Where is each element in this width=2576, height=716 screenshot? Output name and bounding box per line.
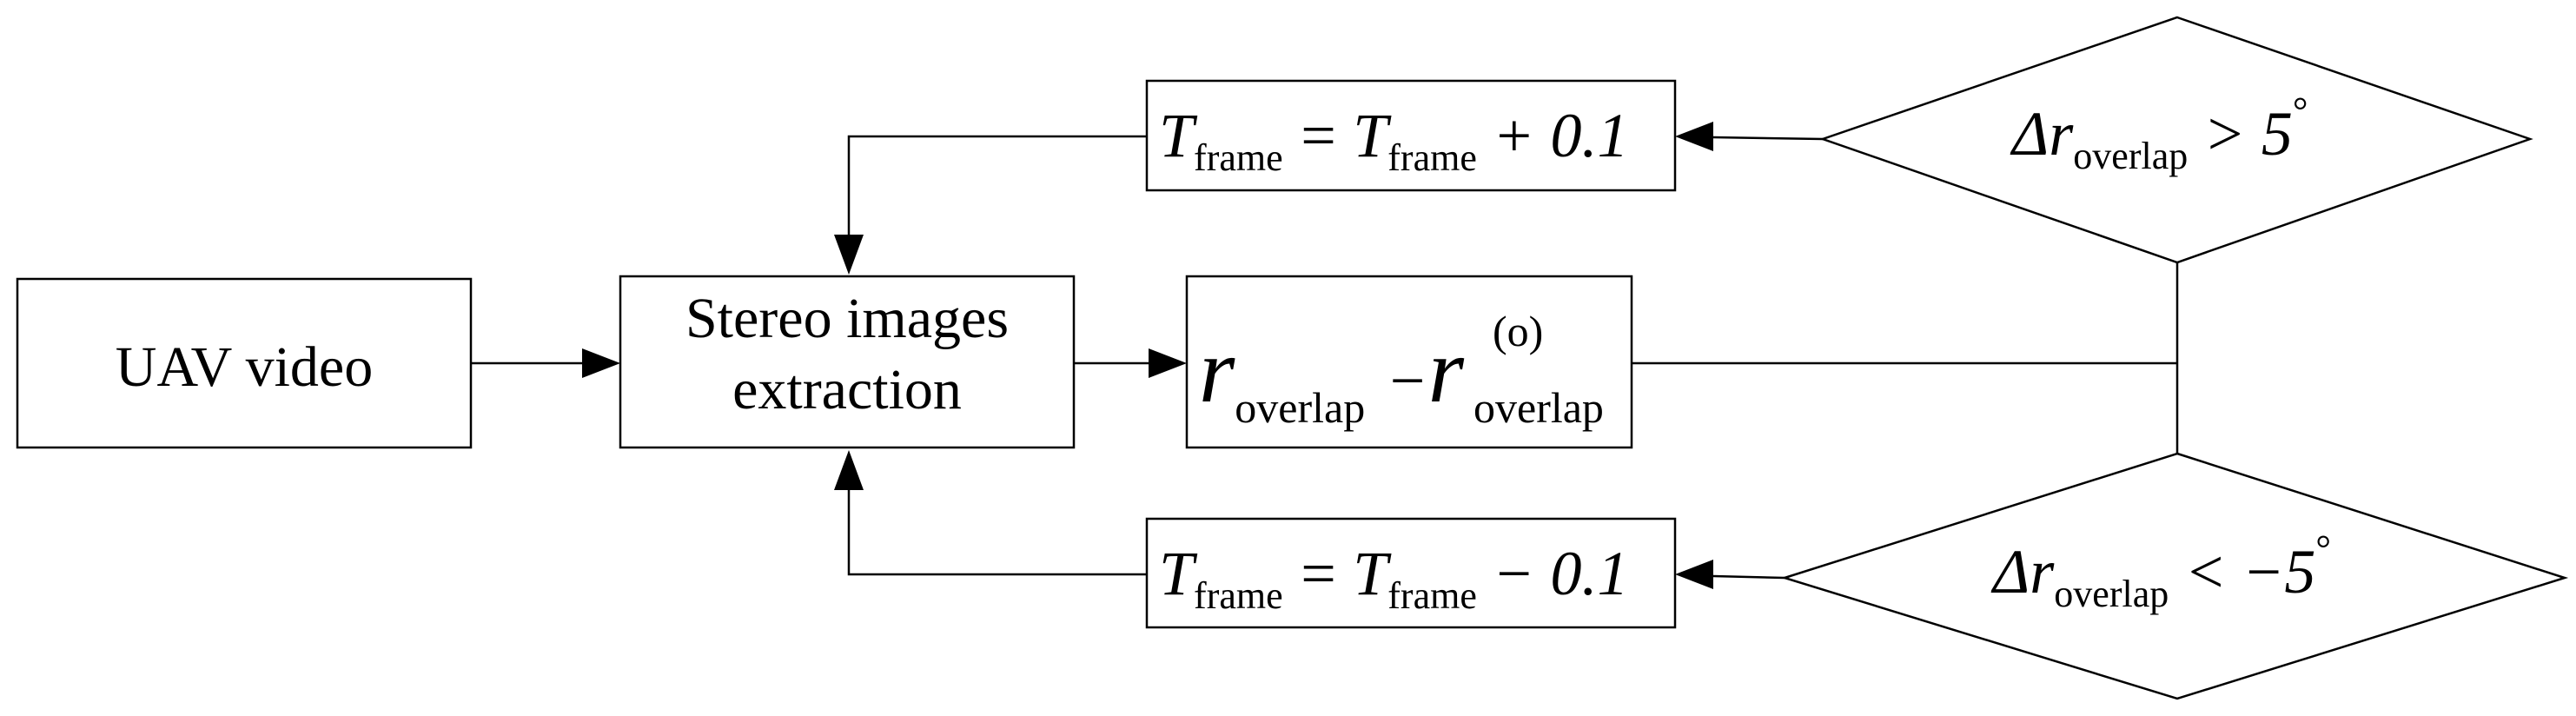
arrowhead-inc-right bbox=[1675, 122, 1713, 151]
increment-box bbox=[1145, 79, 1677, 192]
increment-rhs-sub: frame bbox=[1387, 136, 1477, 179]
arrowhead-dec-right bbox=[1675, 560, 1713, 589]
decision-greater-formula: Δroverlap > 5° bbox=[2010, 90, 2308, 177]
decrement-eq: = bbox=[1297, 539, 1340, 608]
arrowhead-extraction-left bbox=[582, 348, 620, 378]
decision-greater-sub: overlap bbox=[2073, 135, 2188, 177]
increment-op: + 0.1 bbox=[1493, 101, 1629, 170]
decrement-lhs-var: T bbox=[1159, 539, 1198, 608]
extraction-label-line2: extraction bbox=[732, 358, 962, 421]
decision-greater: Δroverlap > 5° bbox=[1819, 16, 2533, 264]
arrow-greater-to-inc bbox=[1712, 136, 1824, 141]
decision-less-degree: ° bbox=[2315, 527, 2331, 570]
decrement-node: Tframe=Tframe− 0.1 bbox=[1145, 517, 1677, 629]
decrement-lhs-sub: frame bbox=[1194, 574, 1283, 617]
decrement-op: − 0.1 bbox=[1493, 539, 1629, 608]
difference-node: roverlap−r (o) overlap bbox=[1185, 275, 1633, 449]
uav-video-label: UAV video bbox=[116, 335, 373, 399]
decision-less-sub: overlap bbox=[2054, 573, 2169, 615]
uav-video-box bbox=[16, 277, 473, 449]
arrowhead-difference-left bbox=[1149, 348, 1187, 378]
extraction-node: Stereo images extraction bbox=[619, 275, 1076, 449]
difference-formula: roverlap−r bbox=[1199, 320, 1465, 432]
increment-lhs-var: T bbox=[1159, 101, 1198, 170]
difference-minus: − bbox=[1386, 346, 1428, 415]
decrement-box bbox=[1145, 517, 1677, 629]
decision-less-delta: Δ bbox=[1990, 537, 2030, 607]
decrement-rhs-sub: frame bbox=[1387, 574, 1477, 617]
decision-less-formula: Δroverlap < −5° bbox=[1990, 527, 2331, 615]
decision-less-relation: < −5 bbox=[2184, 537, 2315, 607]
difference-sup: (o) bbox=[1493, 307, 1543, 355]
difference-sub-o: overlap bbox=[1473, 383, 1604, 432]
extraction-label-line1: Stereo images bbox=[685, 287, 1009, 350]
difference-var-o: r bbox=[1428, 320, 1465, 421]
decrement-rhs-var: T bbox=[1353, 539, 1392, 608]
increment-formula: Tframe=Tframe+ 0.1 bbox=[1159, 101, 1628, 179]
decision-greater-relation: > 5 bbox=[2203, 99, 2293, 169]
difference-box bbox=[1185, 275, 1633, 449]
arrowhead-extraction-bottom bbox=[834, 450, 864, 490]
arrow-dec-to-extraction bbox=[847, 490, 1147, 576]
increment-eq: = bbox=[1297, 101, 1340, 170]
uav-video-node: UAV video bbox=[16, 277, 473, 449]
extraction-box bbox=[619, 275, 1076, 449]
decision-less: Δroverlap < −5° bbox=[1780, 452, 2569, 700]
decision-less-var: r bbox=[2030, 537, 2055, 607]
difference-var: r bbox=[1199, 320, 1235, 421]
decision-less-diamond bbox=[1780, 452, 2569, 700]
arrow-less-to-dec bbox=[1712, 574, 1785, 580]
decision-greater-var: r bbox=[2049, 99, 2074, 169]
difference-sub: overlap bbox=[1235, 383, 1365, 432]
decision-greater-degree: ° bbox=[2293, 90, 2308, 132]
arrow-inc-to-extraction bbox=[847, 135, 1147, 235]
increment-lhs-sub: frame bbox=[1194, 136, 1283, 179]
increment-node: Tframe=Tframe+ 0.1 bbox=[1145, 79, 1677, 192]
arrowhead-extraction-top bbox=[834, 235, 864, 275]
decision-greater-delta: Δ bbox=[2010, 99, 2049, 169]
connectors bbox=[471, 122, 2179, 589]
decision-greater-diamond bbox=[1819, 16, 2533, 264]
increment-rhs-var: T bbox=[1353, 101, 1392, 170]
decrement-formula: Tframe=Tframe− 0.1 bbox=[1159, 539, 1628, 617]
